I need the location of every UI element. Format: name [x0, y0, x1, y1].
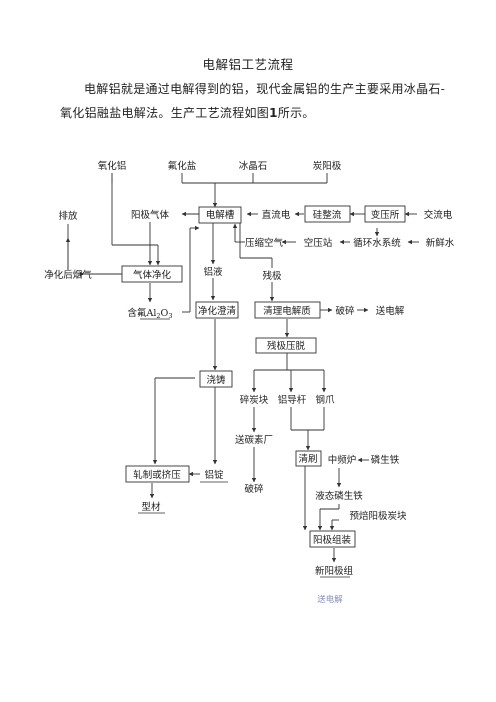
rolling-box [125, 465, 190, 483]
intro-text: 电解铝就是通过电解得到的铝，现代金属铝的生产主要采用冰晶石-氧化铝融盐电解法。生… [60, 82, 446, 120]
gas-clean-box [121, 265, 183, 283]
crush2-label: 破碎 [244, 483, 264, 495]
anode-assembly-box [309, 530, 356, 548]
brush-box [295, 450, 322, 467]
cell-label: 电解槽 [206, 209, 235, 221]
fluoride-prefix: 含氟Al [128, 307, 157, 319]
gas-clean-label: 气体净化 [133, 269, 172, 281]
fresh-water-label: 新鲜水 [426, 237, 455, 249]
rod-label: 铝导杆 [278, 394, 307, 406]
claw-label: 钢爪 [315, 394, 335, 406]
faint-note: 送电解 [317, 595, 343, 605]
substation-label: 变压所 [371, 209, 400, 221]
flow-connectors [65, 173, 419, 563]
send-cell-label: 送电解 [376, 305, 405, 317]
raw-fluoride-label: 氟化盐 [168, 160, 197, 172]
casting-box [199, 370, 233, 388]
raw-anode-label: 炭阳极 [313, 160, 342, 172]
prebake-label: 预焙阳极炭块 [349, 510, 407, 522]
figure-number: 1 [269, 106, 278, 120]
intro-paragraph: 电解铝就是通过电解得到的铝，现代金属铝的生产主要采用冰晶石-氧化铝融盐电解法。生… [60, 77, 450, 125]
anode-assembly-label: 阳极组装 [313, 534, 352, 546]
flow-labels: 氧化铝 氟化盐 冰晶石 炭阳极 排放 阳极气体 电解槽 直流电 硅整流 变压所 … [44, 160, 455, 577]
ingot-label: 铝锭 [204, 469, 224, 481]
al-liquid-label: 铝液 [203, 266, 223, 278]
fluoride-alumina-label: 含氟Al2O3 [128, 307, 173, 320]
crush-label: 破碎 [335, 305, 355, 317]
rectifier-box [304, 205, 351, 223]
press-off-label: 残极压脱 [267, 340, 306, 352]
press-off-box [255, 337, 317, 354]
label-underlines [138, 318, 350, 578]
page-title: 电解铝工艺流程 [202, 57, 294, 72]
liquid-iron-label: 液态磷生铁 [315, 490, 363, 502]
freq-furnace-label: 中频炉 [328, 454, 357, 466]
to-carbon-plant-label: 送碳素厂 [235, 434, 273, 446]
clean-bath-label: 清理电解质 [263, 305, 311, 317]
purify-box [195, 301, 239, 319]
compressor-label: 空压站 [304, 237, 333, 249]
fluoride-sub1: 2 [156, 312, 160, 320]
carbon-label: 碎炭块 [240, 394, 269, 406]
purify-label: 净化澄清 [198, 305, 237, 317]
intro-text-end: 所示。 [277, 106, 315, 120]
raw-alumina-label: 氧化铝 [98, 160, 127, 172]
dc-label: 直流电 [262, 209, 291, 221]
fluoride-o: O [161, 308, 169, 319]
purified-flue-label: 净化后烟气 [44, 269, 92, 281]
compressed-air-label: 压缩空气 [245, 237, 284, 249]
water-system-label: 循环水系统 [353, 237, 401, 249]
substation-box [364, 205, 406, 223]
rolling-label: 轧制或挤压 [133, 469, 181, 481]
emission-label: 排放 [58, 210, 78, 222]
cell-box [198, 206, 242, 224]
residual-label: 残极 [262, 270, 282, 282]
profile-label: 型材 [141, 501, 161, 513]
casting-label: 浇铸 [206, 374, 226, 386]
fluoride-sub2: 3 [168, 312, 172, 320]
phos-iron-label: 磷生铁 [371, 454, 400, 466]
rectifier-label: 硅整流 [313, 209, 342, 221]
brush-label: 清刷 [298, 453, 317, 465]
raw-cryolite-label: 冰晶石 [239, 160, 268, 172]
ac-label: 交流电 [424, 209, 453, 221]
anode-gas-label: 阳极气体 [131, 209, 170, 221]
clean-bath-box [254, 301, 321, 319]
new-anode-label: 新阳极组 [315, 565, 354, 577]
